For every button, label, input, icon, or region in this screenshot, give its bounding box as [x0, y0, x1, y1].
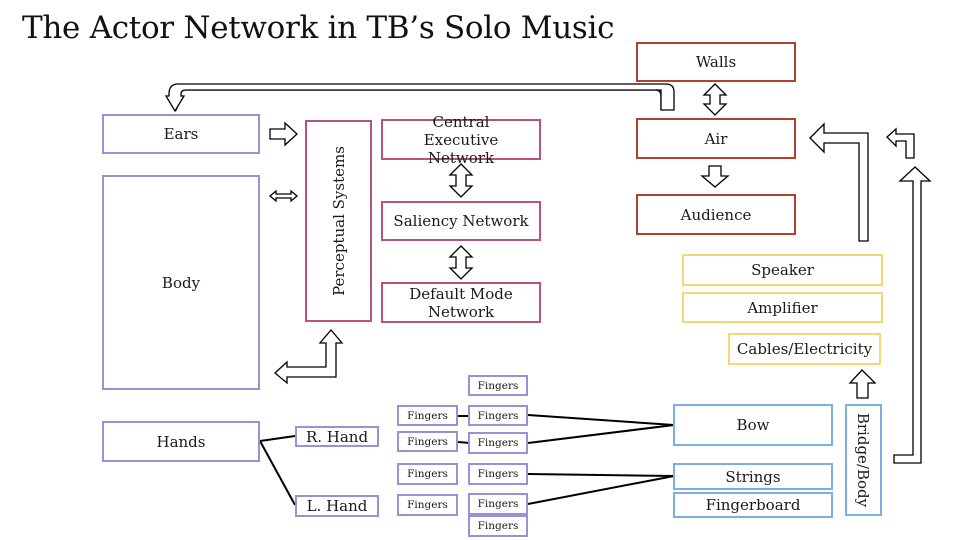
saliency-network-node: Saliency Network: [381, 201, 541, 241]
return-elbow-arrow: [886, 127, 915, 159]
fingers-node: Fingers: [397, 431, 458, 452]
cables-electricity-node: Cables/Electricity: [728, 333, 881, 365]
fingers-node: Fingers: [397, 463, 458, 485]
fingers-node: Fingers: [397, 405, 458, 426]
cen-saliency-double-arrow: [448, 163, 474, 198]
fingers-node: Fingers: [468, 493, 528, 515]
walls-air-double-arrow: [702, 83, 728, 116]
fingers-node: Fingers: [468, 463, 528, 485]
right-hand-node: R. Hand: [295, 426, 379, 447]
audience-node: Audience: [636, 194, 796, 235]
hands-node: Hands: [102, 421, 260, 462]
perceptual-to-body-arrow: [274, 328, 344, 385]
fingers-to-bow-2: [527, 424, 675, 444]
saliency-dmn-double-arrow: [448, 245, 474, 280]
fingers-to-bow-1: [527, 414, 675, 426]
diagram-title: The Actor Network in TB’s Solo Music: [22, 10, 615, 46]
left-hand-node: L. Hand: [295, 495, 379, 517]
ears-node: Ears: [102, 114, 260, 154]
air-to-ears-arrow: [167, 89, 662, 112]
hands-to-lhand-line: [259, 440, 296, 506]
bridge-to-cables-arrow: [848, 369, 877, 399]
fingers-node: Fingers: [397, 494, 458, 516]
fingers-node: Fingers: [468, 432, 528, 454]
fingers-node: Fingers: [468, 405, 528, 426]
strings-node: Strings: [673, 463, 833, 490]
air-node: Air: [636, 118, 796, 159]
fingers-node: Fingers: [468, 515, 528, 537]
body-node: Body: [102, 175, 260, 390]
air-to-ears-arrow-body: [164, 83, 675, 113]
fingers-to-strings-2: [527, 475, 675, 505]
bridge-body-label: Bridge/Body: [854, 412, 873, 508]
central-executive-network-node: Central Executive Network: [381, 113, 541, 167]
speaker-to-air-arrow: [809, 122, 869, 242]
default-mode-network-node: Default Mode Network: [381, 282, 541, 323]
fingers-node: Fingers: [468, 375, 528, 396]
bridge-to-air-long-arrow: [893, 166, 932, 464]
body-perceptual-double-arrow: [268, 189, 299, 203]
speaker-node: Speaker: [682, 254, 883, 286]
fingers-to-strings-1: [527, 473, 675, 477]
perceptual-systems-node: Perceptual Systems: [305, 120, 372, 322]
bridge-body-node: Bridge/Body: [845, 404, 882, 516]
perceptual-systems-label: Perceptual Systems: [329, 146, 348, 296]
fingerboard-node: Fingerboard: [673, 492, 833, 518]
ears-to-perceptual-arrow: [269, 121, 298, 147]
walls-node: Walls: [636, 42, 796, 82]
bow-node: Bow: [673, 404, 833, 446]
amplifier-node: Amplifier: [682, 292, 883, 323]
hands-to-rhand-line: [259, 435, 296, 442]
air-to-audience-arrow: [700, 165, 730, 188]
